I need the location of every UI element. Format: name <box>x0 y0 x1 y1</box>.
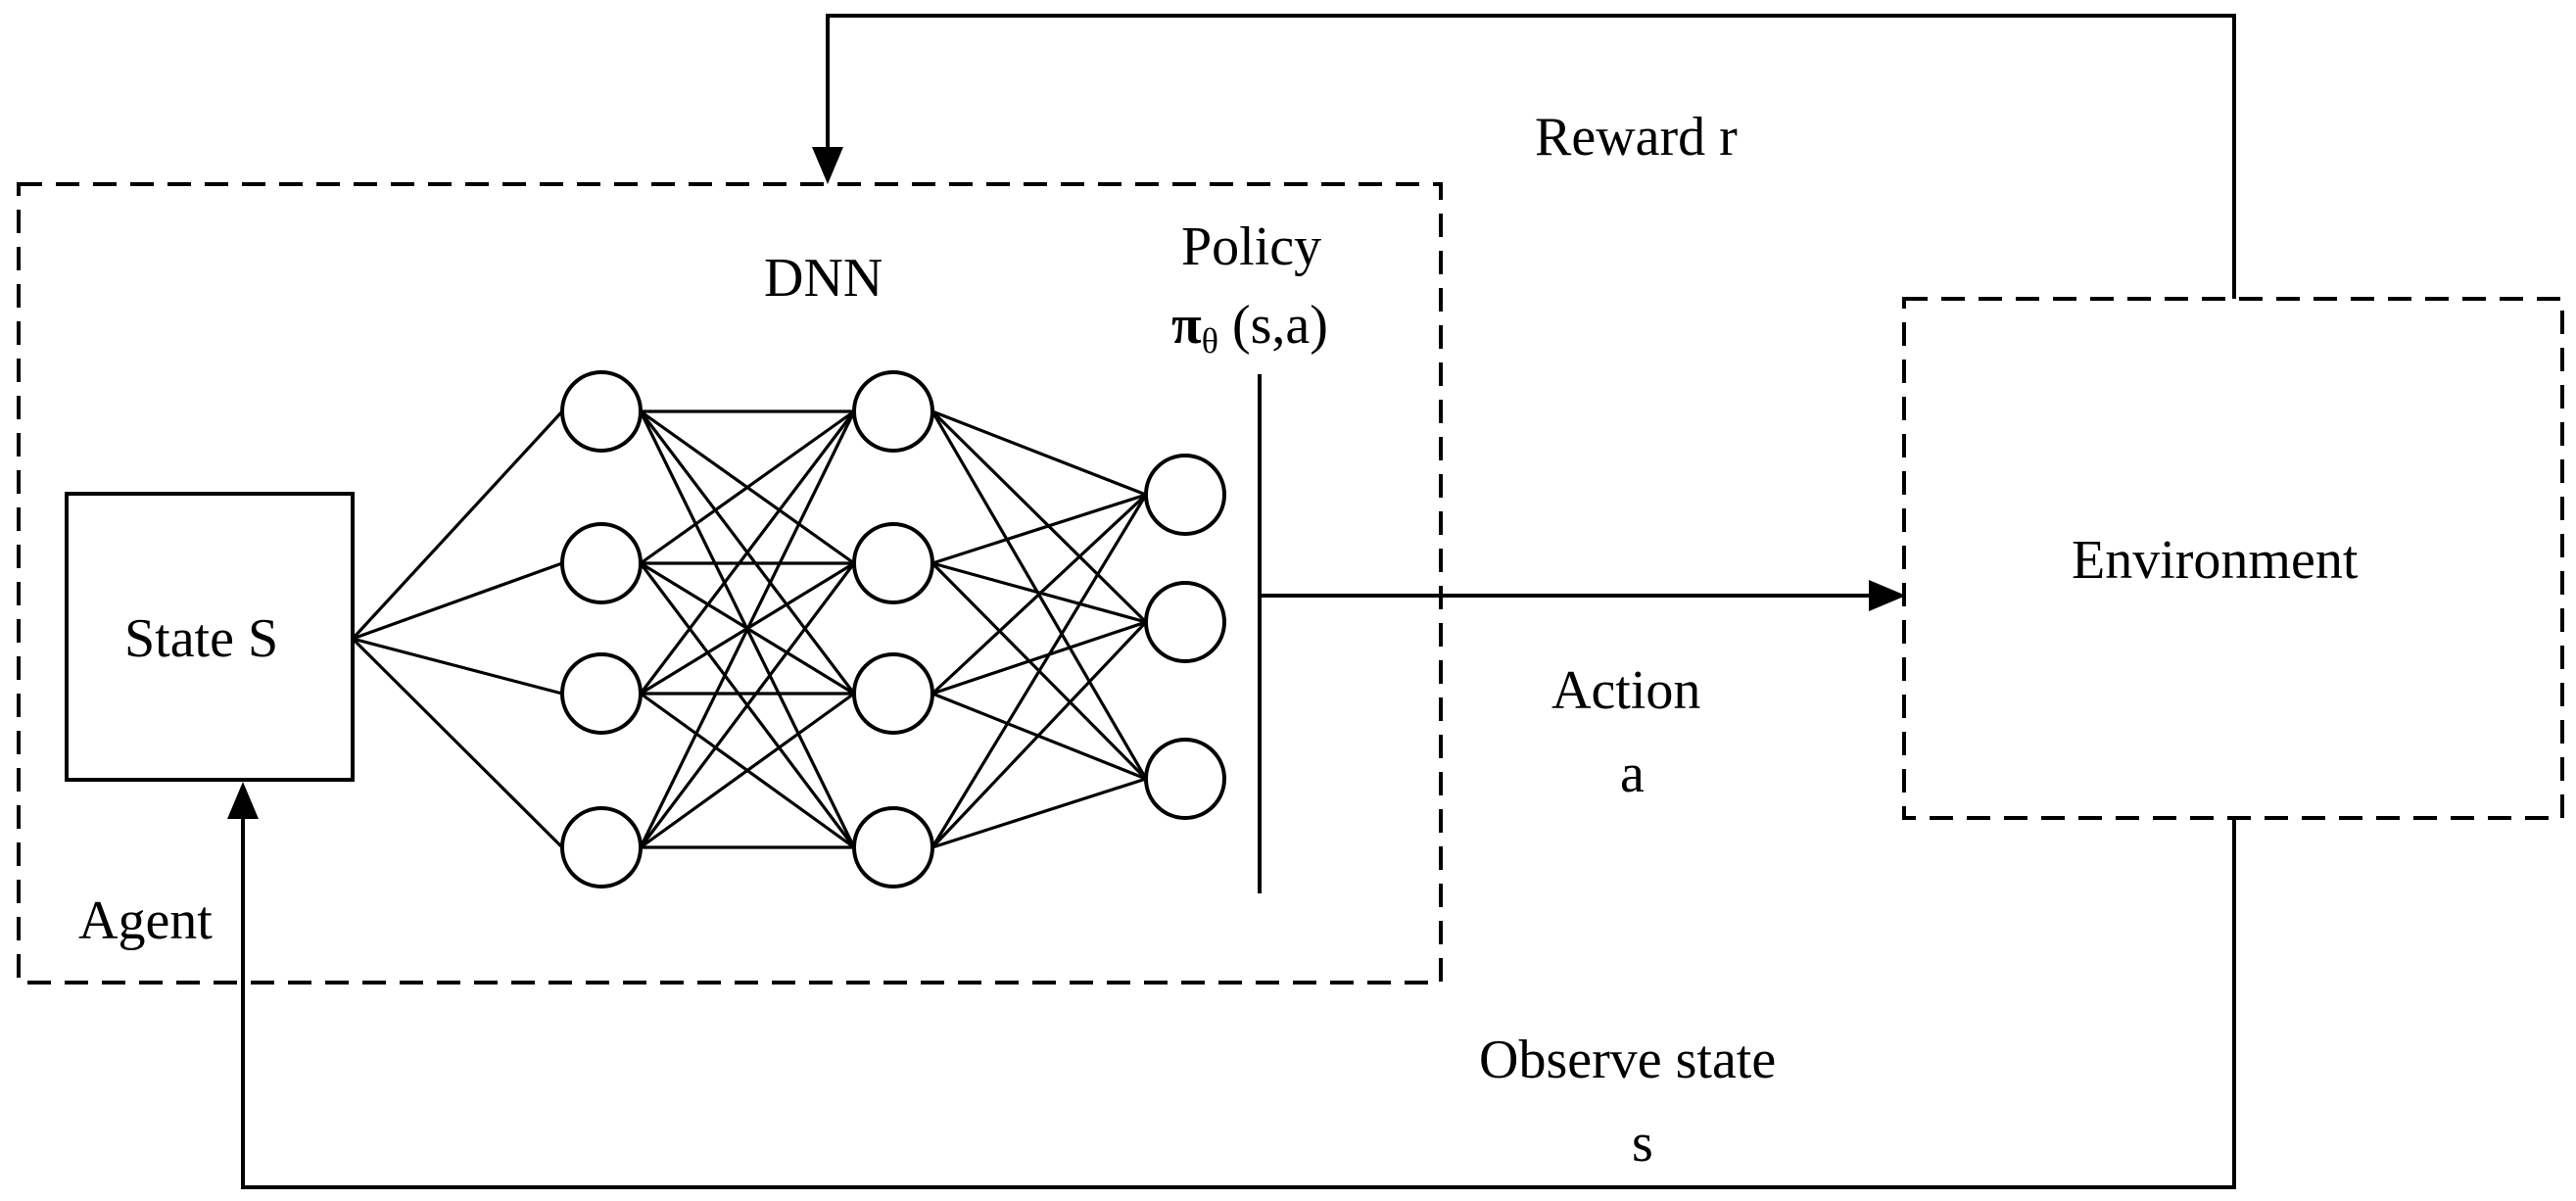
observe-arrow-head <box>227 782 259 819</box>
network-edge <box>639 410 856 848</box>
observe-label-line1: Observe state <box>1479 1030 1776 1090</box>
network-neuron <box>1144 581 1226 663</box>
network-edge <box>930 493 1148 696</box>
network-neuron <box>852 370 934 453</box>
network-edge <box>352 637 563 696</box>
network-neuron <box>560 370 643 453</box>
network-edge <box>931 620 1147 696</box>
state-label: State S <box>124 608 278 669</box>
network-neuron <box>560 522 643 604</box>
agent-box <box>17 182 1443 985</box>
dnn-label: DNN <box>764 248 883 309</box>
reward-arrow-head <box>812 147 843 184</box>
network-nodes <box>560 370 1226 889</box>
environment-label: Environment <box>2072 530 2359 591</box>
action-arrow-head <box>1869 580 1906 611</box>
reward-label: Reward r <box>1535 107 1738 168</box>
network-edge <box>931 777 1147 849</box>
network-neuron <box>1144 738 1226 820</box>
policy-formula: πθ (s,a) <box>1171 295 1328 360</box>
observe-arrow-line <box>241 811 2236 1189</box>
network-edge <box>352 561 563 641</box>
policy-label: Policy <box>1181 216 1321 277</box>
network-neuron <box>1144 454 1226 536</box>
network-edge <box>931 493 1147 565</box>
agent-label: Agent <box>78 890 213 951</box>
network-edge <box>639 562 856 848</box>
network-edges <box>351 409 1148 849</box>
action-label-line2: a <box>1620 744 1645 804</box>
policy-theta: θ <box>1202 321 1218 360</box>
network-edge <box>640 409 855 565</box>
action-label-line1: Action <box>1551 660 1700 721</box>
policy-pi: π <box>1171 295 1202 356</box>
network-edge <box>640 692 855 849</box>
network-edge <box>930 409 1148 624</box>
network-neuron <box>852 806 934 889</box>
observe-label-line2: s <box>1632 1113 1653 1174</box>
network-neuron <box>560 652 643 735</box>
network-edge <box>930 494 1148 848</box>
network-edge <box>639 410 856 695</box>
network-edge <box>351 637 564 849</box>
network-edge <box>931 409 1147 497</box>
reward-arrow-line <box>826 14 2236 299</box>
network-edge <box>930 620 1148 849</box>
policy-args: (s,a) <box>1218 295 1328 356</box>
network-neuron <box>560 806 643 889</box>
network-neuron <box>852 652 934 735</box>
network-edge <box>351 409 564 641</box>
network-neuron <box>852 522 934 604</box>
